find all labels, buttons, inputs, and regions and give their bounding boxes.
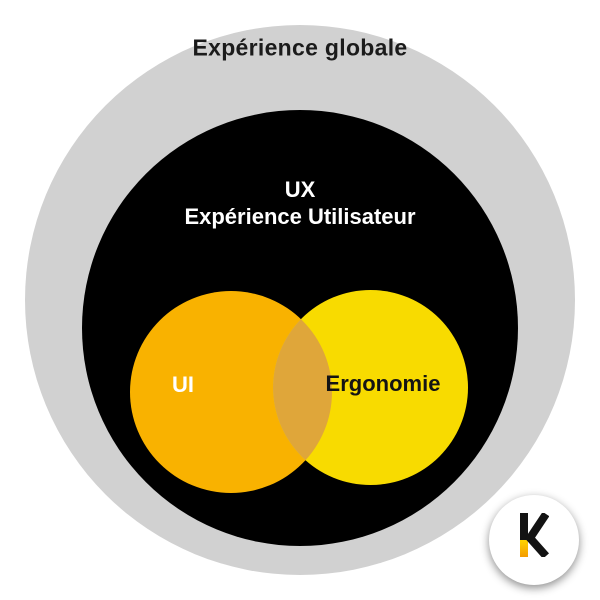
brand-logo-badge [489, 495, 579, 585]
ui-ergonomie-overlap [130, 291, 332, 493]
ux-label-line1: UX [284, 177, 316, 202]
outer-circle-label: Expérience globale [192, 34, 408, 61]
ux-label-line2: Expérience Utilisateur [184, 204, 416, 229]
brand-k-icon [520, 513, 549, 557]
ergonomie-circle-label: Ergonomie [325, 371, 441, 396]
ux-circle-label: UX Expérience Utilisateur [184, 176, 415, 230]
ui-circle-label: UI [172, 372, 194, 397]
overlap-lens-shape [273, 291, 332, 485]
